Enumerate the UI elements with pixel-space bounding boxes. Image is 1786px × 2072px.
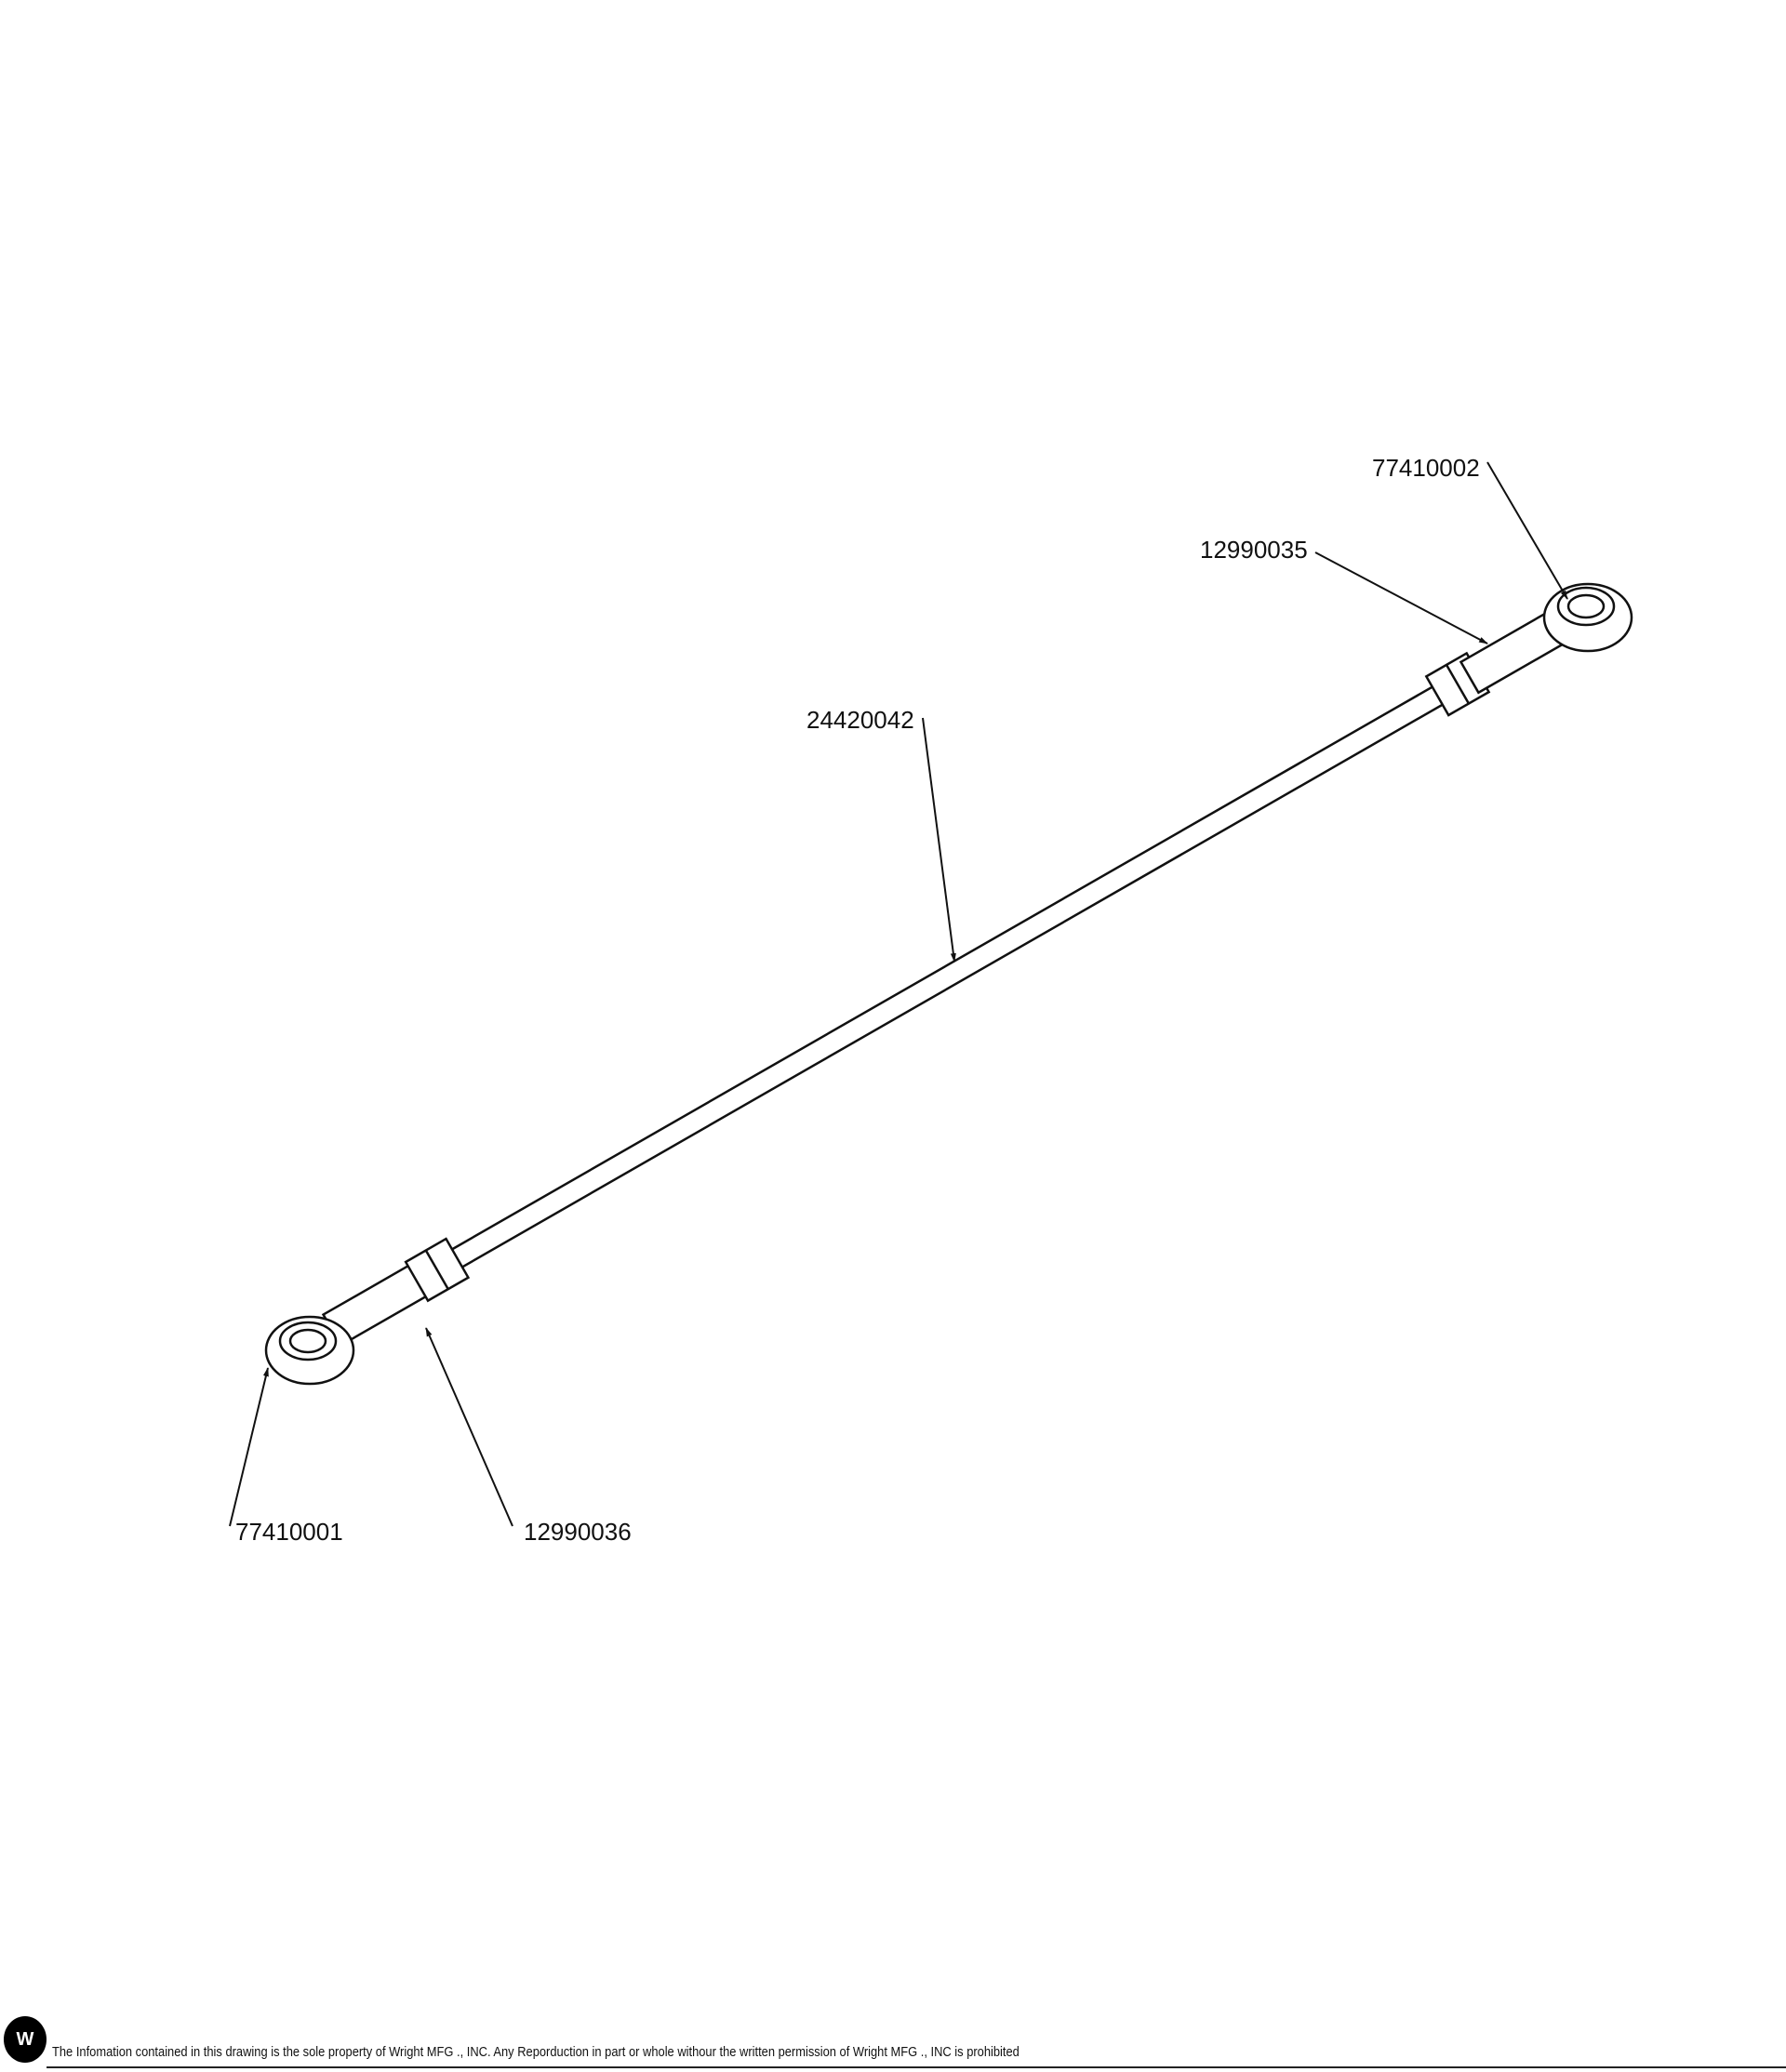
callout-rod-end-left: 77410001 <box>235 1518 343 1546</box>
rod <box>446 680 1453 1271</box>
callout-rod: 24420042 <box>806 706 914 734</box>
rod-end-eye-right <box>1542 582 1633 653</box>
wright-logo: W <box>4 2016 47 2063</box>
footer-divider <box>47 2066 1786 2068</box>
rod-end-eye-left <box>264 1315 355 1386</box>
callout-rod-end-right: 77410002 <box>1372 454 1480 482</box>
callout-jam-nut-left: 12990036 <box>524 1518 632 1546</box>
tie-rod-assembly <box>264 582 1633 1386</box>
leader-lines <box>229 461 1568 1527</box>
proprietary-notice: The Infomation contained in this drawing… <box>52 2044 1020 2060</box>
callout-jam-nut-right: 12990035 <box>1200 536 1308 564</box>
